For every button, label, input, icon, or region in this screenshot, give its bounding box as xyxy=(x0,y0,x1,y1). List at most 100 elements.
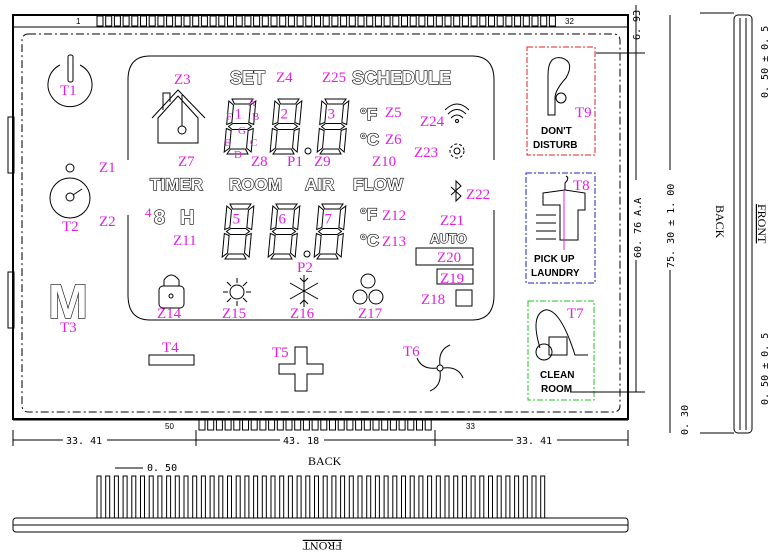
pin-33-label: 33 xyxy=(466,422,475,431)
dont-disturb-button[interactable] xyxy=(526,46,596,156)
power-icon[interactable] xyxy=(47,54,93,108)
mode-icon[interactable]: M xyxy=(47,275,88,329)
segment-f xyxy=(224,204,232,231)
pin xyxy=(320,419,328,431)
pin-leg xyxy=(488,475,493,519)
pin-leg xyxy=(401,475,406,519)
pin-leg xyxy=(357,475,363,519)
z13-label: Z13 xyxy=(382,234,406,250)
minus-button[interactable] xyxy=(148,354,195,366)
pin xyxy=(337,419,345,431)
hour-digit: 8 xyxy=(154,207,165,229)
pin xyxy=(340,15,348,27)
pin xyxy=(148,15,156,27)
side-view xyxy=(700,12,753,434)
pin-leg xyxy=(287,475,293,519)
pin xyxy=(470,15,478,27)
z23-label: Z23 xyxy=(414,145,438,161)
pin-leg xyxy=(427,475,433,519)
pin xyxy=(311,419,319,431)
gear-icon xyxy=(449,143,465,159)
pin xyxy=(261,15,269,27)
pin xyxy=(548,15,556,27)
t7-label: T7 xyxy=(567,306,584,322)
active-area-dimension: 60. 76 A.A xyxy=(633,198,644,258)
digit-label: 1 xyxy=(235,107,243,123)
pin xyxy=(192,15,200,27)
pin-leg xyxy=(148,475,154,519)
seg-a-label: A xyxy=(248,97,256,109)
stopwatch-icon[interactable] xyxy=(49,163,91,219)
celsius-top: °C xyxy=(360,130,379,149)
pin xyxy=(259,419,267,431)
digit-label: 5 xyxy=(233,212,241,228)
t3-label: T3 xyxy=(60,320,77,336)
pin xyxy=(270,15,278,27)
pin xyxy=(224,419,232,431)
pin-leg xyxy=(122,475,128,519)
pin xyxy=(540,15,548,27)
right-width-dimension: 33. 41 xyxy=(516,436,552,447)
z10-label: Z10 xyxy=(372,154,396,170)
thickness-dimension: 0. 30 xyxy=(680,405,691,435)
z18-label: Z18 xyxy=(421,292,445,308)
timer-text: TIMER xyxy=(150,175,203,194)
z11-label: Z11 xyxy=(173,233,197,249)
pin-leg xyxy=(383,475,389,519)
pin xyxy=(522,15,530,27)
pick-up-laundry-button[interactable] xyxy=(525,172,596,284)
segment-c xyxy=(339,127,347,154)
pin xyxy=(409,15,417,27)
pin xyxy=(296,15,304,27)
z15-label: Z15 xyxy=(222,306,246,322)
pin-leg xyxy=(253,475,259,519)
pin-leg xyxy=(470,475,476,519)
segment-b xyxy=(294,99,303,126)
pin-leg xyxy=(522,475,528,519)
set-text: SET xyxy=(230,68,265,88)
segment-g xyxy=(317,228,343,235)
fan-speed-button[interactable] xyxy=(416,344,464,392)
pin xyxy=(244,15,252,27)
segment-e xyxy=(316,127,325,154)
snowflake-icon xyxy=(289,275,319,307)
digit-prefix-label: 4 xyxy=(145,205,152,220)
pin-pitch-dimension: 0. 50 xyxy=(147,463,177,474)
pin-1-label: 1 xyxy=(76,17,81,26)
tolerance-bottom: 0. 50 ± 0. 5 xyxy=(760,333,771,405)
seg-d-label: D xyxy=(234,149,242,161)
pin-32-label: 32 xyxy=(565,17,574,26)
plus-button[interactable] xyxy=(278,346,324,392)
segment-e xyxy=(267,232,276,259)
pin xyxy=(374,15,382,27)
top-offset-dimension: 6. 93 xyxy=(632,10,643,40)
pin xyxy=(131,15,139,27)
segment-g xyxy=(225,228,251,235)
schedule-text: SCHEDULE xyxy=(352,68,451,88)
pin xyxy=(209,15,217,27)
fan-icon xyxy=(352,273,384,305)
pin xyxy=(235,15,243,27)
pin xyxy=(242,419,249,431)
pin xyxy=(322,15,330,27)
pin xyxy=(444,15,452,27)
digit-label: 7 xyxy=(325,212,333,228)
pin-leg xyxy=(200,475,206,519)
seg-c-label: C xyxy=(250,137,257,149)
segment-d xyxy=(319,148,342,155)
pin xyxy=(392,15,400,27)
segment-a xyxy=(275,203,298,210)
z3-label: Z3 xyxy=(174,72,191,88)
viewing-area xyxy=(21,33,621,413)
pin xyxy=(250,419,258,431)
pin-leg xyxy=(444,475,450,519)
pin xyxy=(435,15,443,27)
pin xyxy=(207,419,215,431)
pin xyxy=(479,15,487,27)
pin xyxy=(279,15,287,27)
pin-leg xyxy=(96,475,102,519)
pin xyxy=(401,15,408,27)
dont-disturb-line1: DON'T xyxy=(541,126,572,137)
clean-room-button[interactable] xyxy=(527,300,595,401)
z5-label: Z5 xyxy=(385,105,402,121)
